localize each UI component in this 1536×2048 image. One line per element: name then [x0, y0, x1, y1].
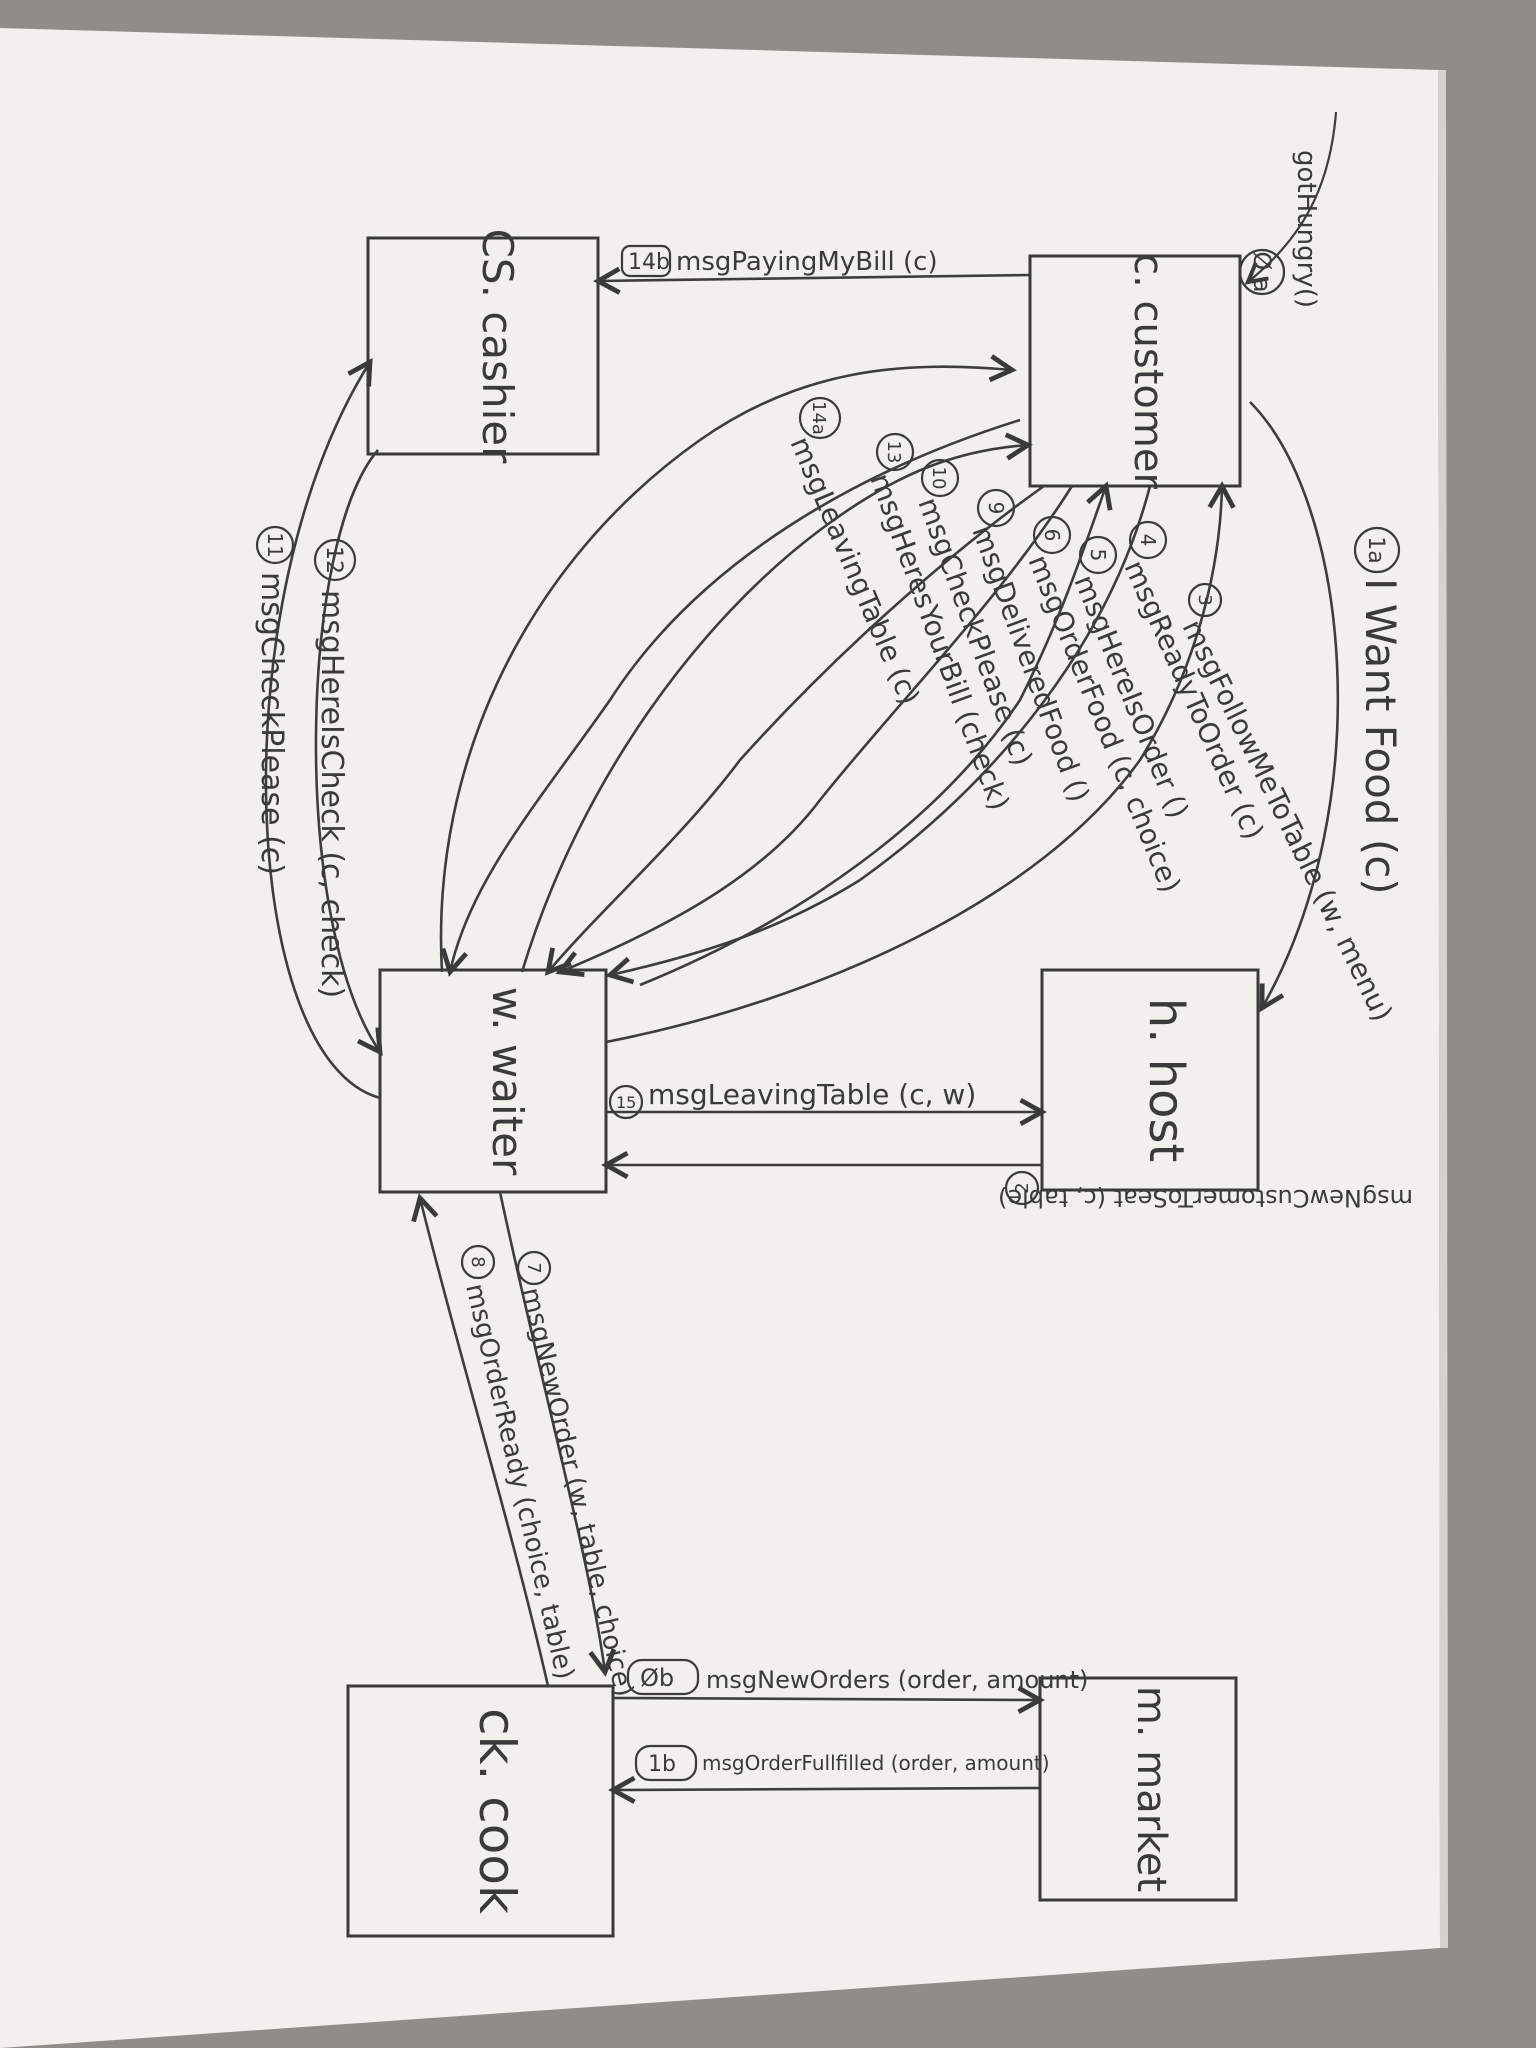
step-1b-box [634, 1744, 698, 1782]
step-14b-box [620, 244, 672, 278]
arrow-follow-me-to-table [605, 486, 1222, 1044]
arrow-here-is-check [314, 449, 380, 1052]
step-4-circle [1128, 520, 1168, 560]
step-9-num: 9 [984, 502, 1008, 515]
step-10-num: 10 [928, 467, 949, 490]
step-7-circle [516, 1250, 552, 1286]
customer-box [1028, 254, 1242, 488]
step-14a-circle [798, 396, 842, 440]
host-label: h. host [1138, 998, 1194, 1163]
step-1a-num: 1a [1363, 536, 1388, 563]
step-1b-num: 1b [648, 1752, 676, 1777]
arrow-leaving-table-customer [439, 367, 1012, 973]
arrow-here-is-order [639, 486, 1106, 987]
cook-label: ck. cook [468, 1708, 526, 1914]
paying-my-bill-label: msgPayingMyBill (c) [676, 247, 938, 277]
step-10-circle [920, 458, 960, 498]
step-12-circle [313, 538, 357, 582]
step-6-num: 6 [1040, 529, 1064, 542]
step-14b-num: 14b [628, 250, 670, 275]
cook-box [346, 1684, 615, 1938]
step-0a-circle [1238, 248, 1286, 296]
order-fulfilled-label: msgOrderFullfilled (order, amount) [702, 1751, 1050, 1775]
cashier-label: CS. cashier [473, 229, 522, 465]
step-3-circle [1187, 582, 1223, 618]
arrow-order-fulfilled [613, 1788, 1041, 1790]
step-0b-box [626, 1658, 700, 1696]
step-13-num: 13 [883, 441, 904, 464]
arrow-got-hungry [1248, 111, 1338, 282]
arrow-check-please-cashier [264, 362, 381, 1100]
step-4-num: 4 [1136, 534, 1160, 547]
arrow-new-orders [612, 1698, 1040, 1700]
check-please-cashier-label: msgCheckPlease (c) [254, 572, 289, 875]
step-14a-num: 14a [808, 401, 829, 435]
waiter-label: w. waiter [483, 987, 532, 1176]
arrow-order-food [560, 485, 1074, 972]
arrow-heres-your-bill [450, 418, 1021, 972]
new-customer-to-seat-label: msgNewCustomerToSeat (c, table) [998, 1184, 1413, 1212]
step-3-num: 3 [1194, 594, 1215, 605]
step-0b-num: Øb [640, 1664, 674, 1692]
step-8-circle [460, 1244, 496, 1280]
step-7-num: 7 [523, 1262, 544, 1273]
arrow-check-please-waiter [520, 445, 1028, 973]
host-box [1040, 968, 1260, 1192]
paper-sheet [0, 28, 1440, 2048]
step-13-circle [875, 432, 915, 472]
step-5-num: 5 [1086, 549, 1110, 562]
new-orders-label: msgNewOrders (order, amount) [706, 1666, 1088, 1694]
step-2-num: 2 [1012, 1182, 1033, 1193]
paper-edge-shadow [1438, 70, 1448, 1948]
arrow-i-want-food [1249, 401, 1340, 1008]
market-label: m. market [1128, 1686, 1174, 1892]
waiter-box [378, 968, 608, 1194]
i-want-food-label: I Want Food (c) [1356, 578, 1405, 895]
step-6-circle [1032, 515, 1072, 555]
step-15-circle [608, 1084, 644, 1120]
cashier-box [366, 236, 600, 456]
step-12-num: 12 [321, 546, 346, 574]
customer-label: c. customer [1125, 253, 1171, 489]
step-0a-num: Ø a [1248, 251, 1276, 292]
step-11-num: 11 [263, 532, 287, 557]
step-5-circle [1078, 535, 1118, 575]
step-1a-circle [1353, 526, 1401, 574]
got-hungry-label: gotHungry() [1291, 150, 1321, 308]
step-9-circle [976, 488, 1016, 528]
arrow-order-ready [420, 1198, 550, 1687]
arrow-ready-to-order [610, 485, 1152, 975]
arrow-delivered-food [548, 484, 1045, 972]
leaving-table-host-label: msgLeavingTable (c, w) [648, 1078, 976, 1111]
step-2-circle [1004, 1170, 1040, 1206]
step-8-num: 8 [467, 1256, 488, 1267]
here-is-check-label: msgHereIsCheck (c, check) [314, 590, 349, 998]
step-11-circle [255, 525, 295, 565]
arrow-paying-my-bill [598, 275, 1031, 281]
step-15-num: 15 [616, 1093, 636, 1112]
